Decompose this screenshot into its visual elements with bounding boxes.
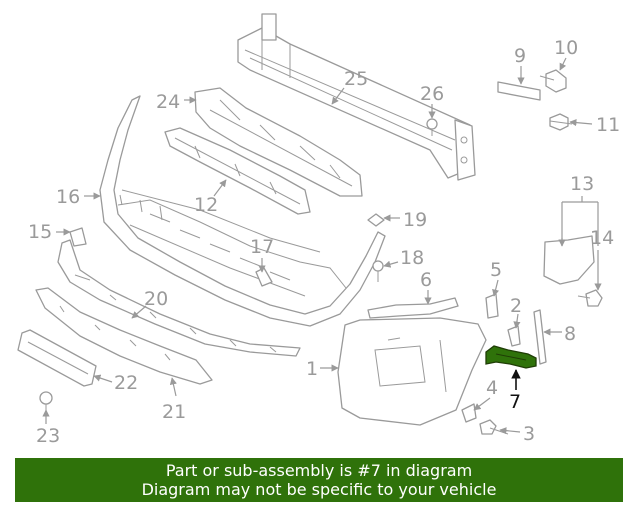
callout-22: 22 — [114, 372, 138, 394]
part-20-lower-trim — [57, 239, 301, 357]
banner-line-2: Diagram may not be specific to your vehi… — [141, 480, 497, 499]
callout-20: 20 — [144, 288, 168, 310]
callout-18: 18 — [400, 247, 424, 269]
callout-4: 4 — [486, 377, 498, 399]
callout-19: 19 — [403, 209, 427, 231]
callout-3: 3 — [523, 423, 535, 445]
callout-8: 8 — [564, 323, 576, 345]
part-22-license-bracket — [17, 329, 97, 387]
part-13-splash-panel — [543, 235, 595, 285]
part-21-lower-valance — [35, 287, 213, 385]
callout-10: 10 — [554, 37, 578, 59]
callout-6: 6 — [420, 269, 432, 291]
callout-25: 25 — [344, 68, 368, 90]
fasteners — [39, 69, 603, 435]
part-12-lower-absorber — [164, 127, 311, 215]
callout-7-highlighted: 7 — [509, 391, 521, 413]
small-clips — [69, 213, 547, 423]
callout-12: 12 — [194, 194, 218, 216]
callout-labels: 1 2 3 4 5 6 7 8 9 10 11 12 13 14 15 16 1… — [28, 37, 620, 447]
part-24-upper-absorber — [194, 87, 363, 197]
callout-26: 26 — [420, 83, 444, 105]
part-7-bracket-highlighted — [485, 345, 537, 369]
part-1-side-bracket — [337, 317, 487, 426]
part-25-reinforcement-beam — [237, 13, 476, 181]
part-6-trim-strip — [367, 297, 459, 319]
callout-24: 24 — [156, 91, 180, 113]
part-9-plate — [497, 81, 541, 101]
callout-13: 13 — [570, 173, 594, 195]
callout-11: 11 — [596, 114, 620, 136]
callout-16: 16 — [56, 186, 80, 208]
callout-9: 9 — [514, 45, 526, 67]
callout-17: 17 — [250, 236, 274, 258]
banner-line-1: Part or sub-assembly is #7 in diagram — [165, 461, 473, 480]
callout-23: 23 — [36, 425, 60, 447]
part-info-banner: Part or sub-assembly is #7 in diagram Di… — [15, 458, 623, 502]
callout-5: 5 — [490, 259, 502, 281]
callout-14: 14 — [590, 227, 614, 249]
part-16-bumper-cover — [99, 95, 386, 327]
callout-21: 21 — [162, 401, 186, 423]
callout-2: 2 — [510, 295, 522, 317]
callout-15: 15 — [28, 221, 52, 243]
leader-lines — [42, 57, 602, 435]
parts-diagram: 1 2 3 4 5 6 7 8 9 10 11 12 13 14 15 16 1… — [17, 13, 620, 447]
callout-1: 1 — [306, 358, 318, 380]
